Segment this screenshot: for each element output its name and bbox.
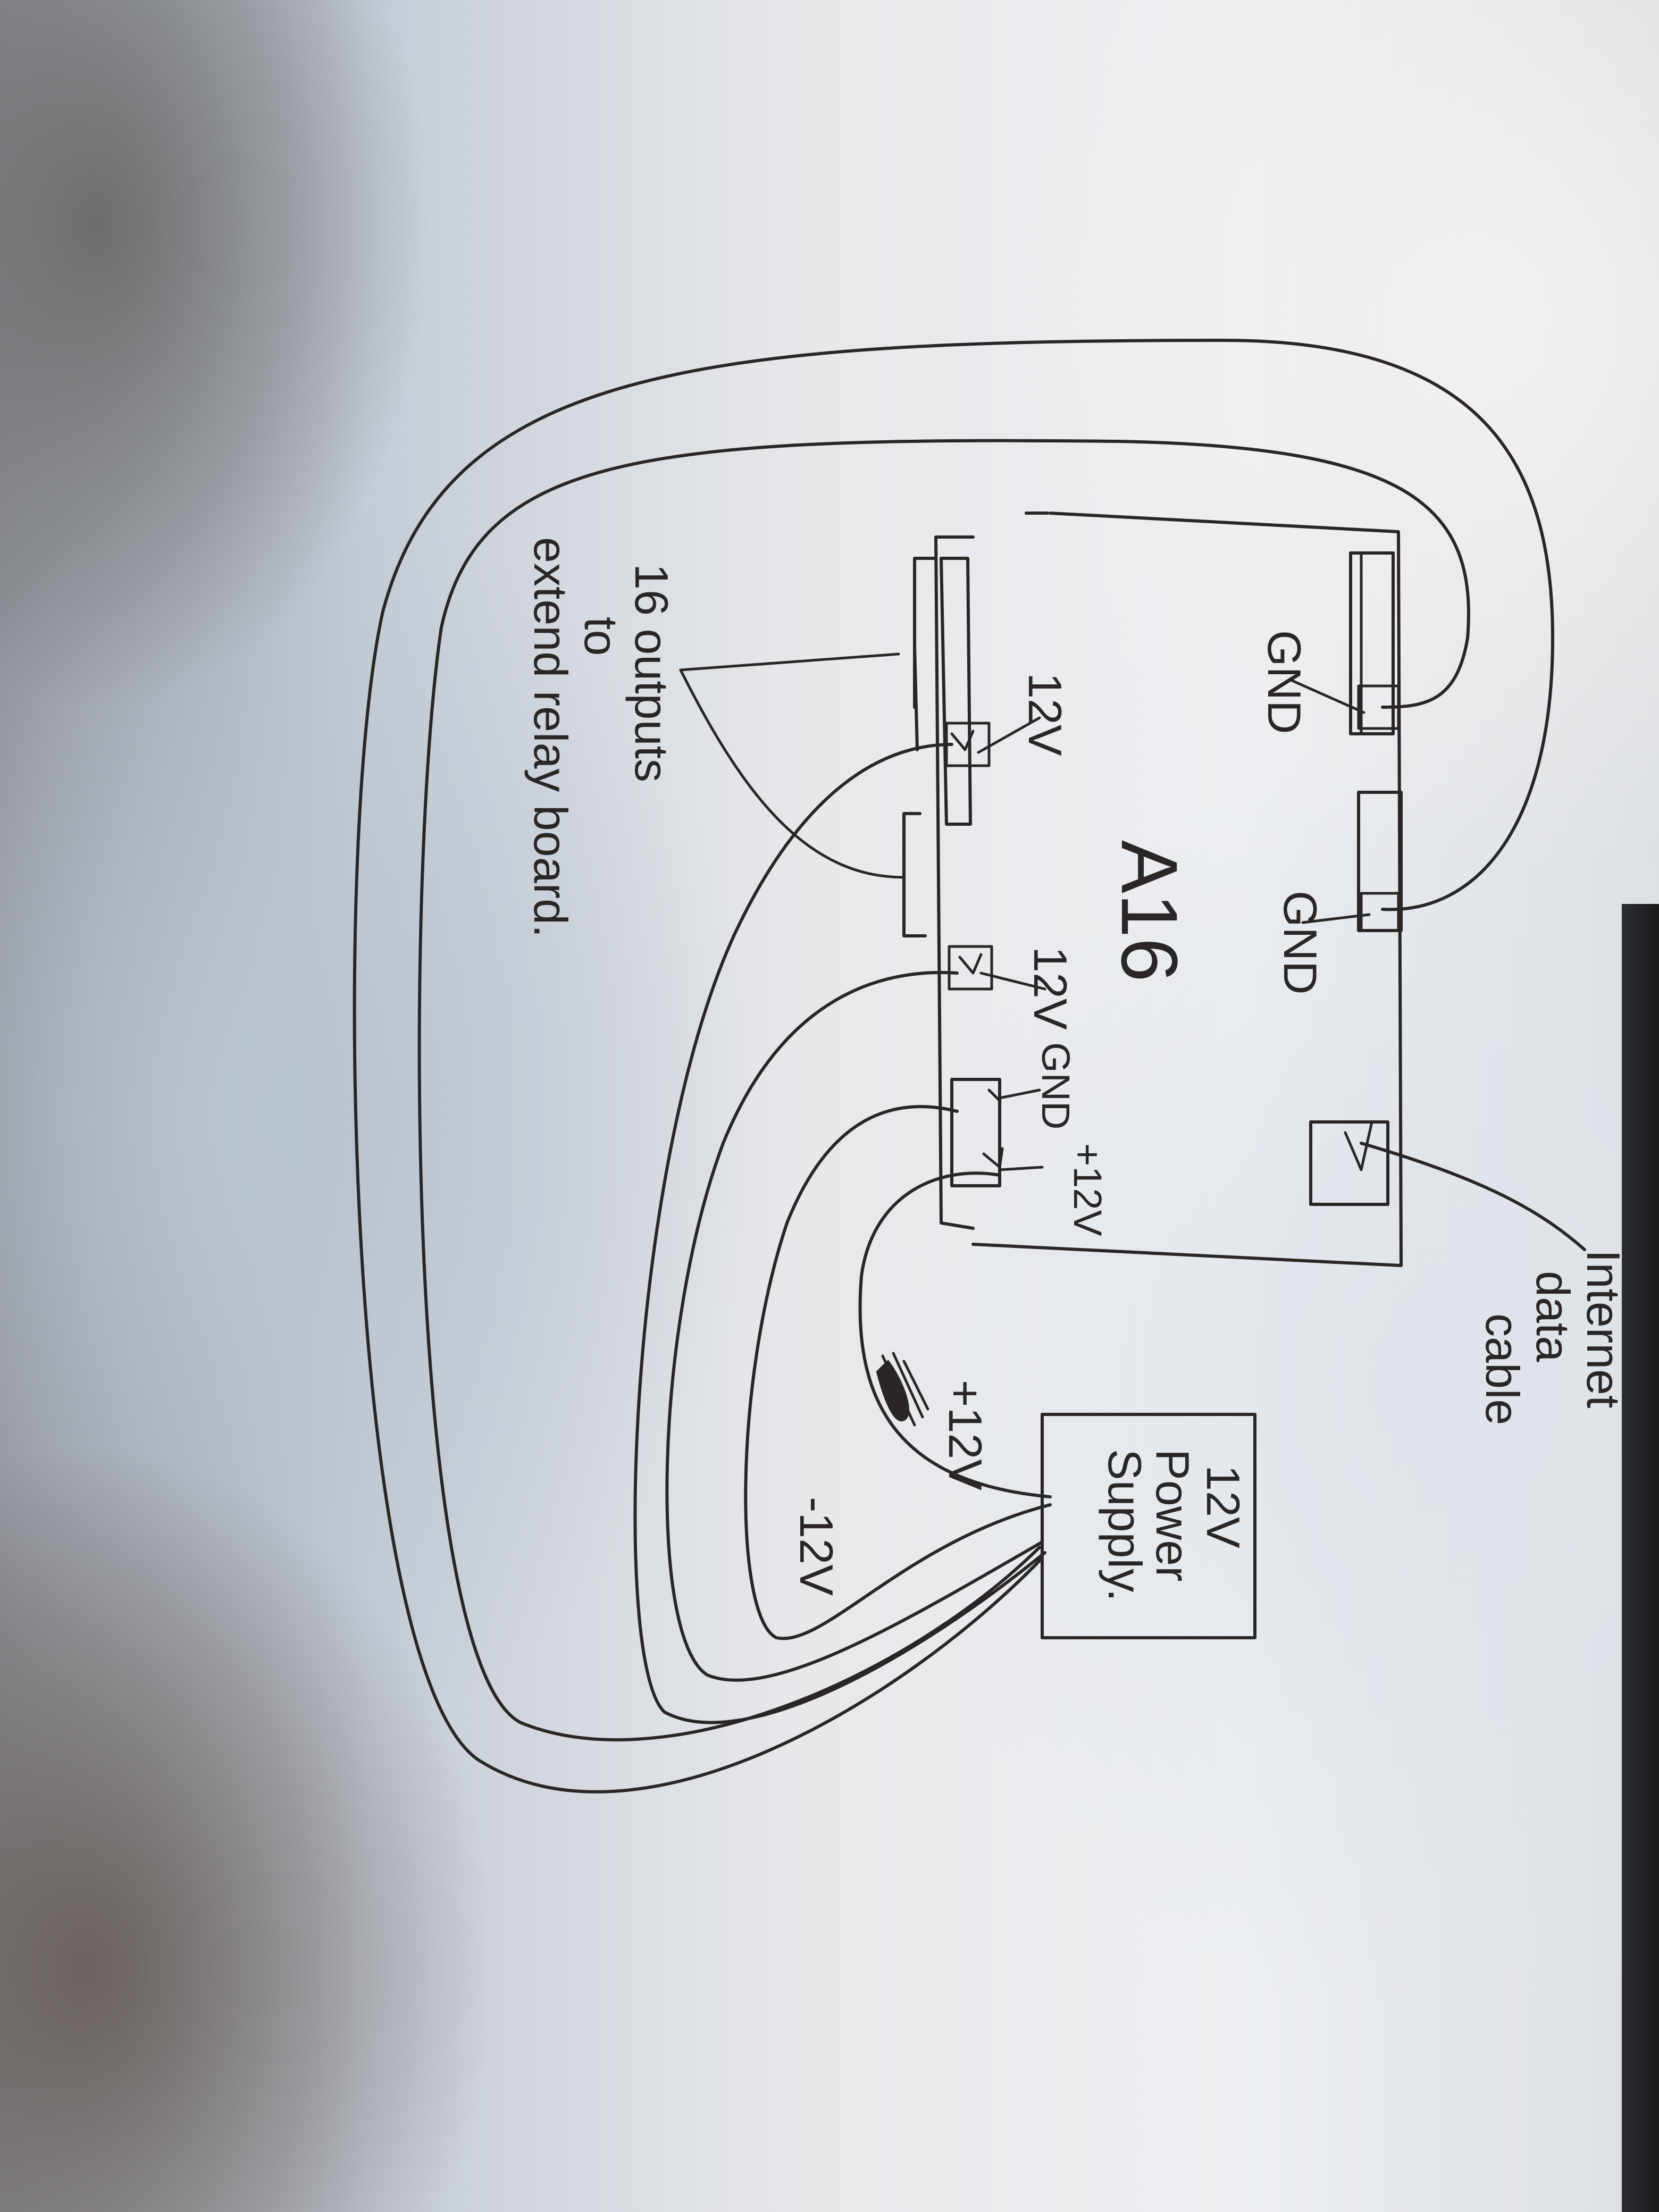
relay-note-line3: extend relay board. bbox=[524, 537, 577, 937]
psu-line2: Power bbox=[1146, 1449, 1199, 1581]
ethernet-port bbox=[1309, 1120, 1389, 1206]
cable-note-line1: Internet bbox=[1577, 1250, 1630, 1408]
gnd-label-right: GND bbox=[1274, 891, 1327, 995]
board-name: A16 bbox=[1105, 840, 1194, 982]
psu-line3: Supply. bbox=[1099, 1449, 1151, 1602]
gnd-connector-left bbox=[1349, 551, 1395, 735]
v12-label-right: 12V bbox=[1024, 946, 1077, 1030]
relay-note-line2: to bbox=[575, 617, 627, 656]
cable-note-line3: cable bbox=[1476, 1313, 1529, 1425]
plus12v-label-power: +12V bbox=[1066, 1143, 1110, 1237]
main-board-a16 bbox=[902, 512, 1403, 1267]
v12-terminal-right bbox=[948, 945, 993, 991]
gnd-label-power: GND bbox=[1034, 1042, 1078, 1129]
power-supply-box bbox=[1041, 1413, 1256, 1639]
minus12v-wire-label: -12V bbox=[790, 1497, 843, 1596]
psu-line1: 12V bbox=[1197, 1465, 1250, 1548]
plus12v-wire-label: +12V bbox=[939, 1380, 992, 1490]
desk-edge bbox=[1622, 904, 1659, 2212]
power-input-connector bbox=[950, 1078, 1001, 1187]
gnd-label-left: GND bbox=[1258, 630, 1311, 734]
relay-note-line1: 16 outputs bbox=[625, 564, 678, 782]
label-leaders bbox=[977, 679, 1371, 1171]
cable-note-line2: data bbox=[1527, 1271, 1579, 1362]
v12-label-left: 12V bbox=[1019, 673, 1071, 756]
gnd-terminal-right bbox=[1360, 892, 1400, 932]
wires bbox=[353, 339, 1586, 1794]
